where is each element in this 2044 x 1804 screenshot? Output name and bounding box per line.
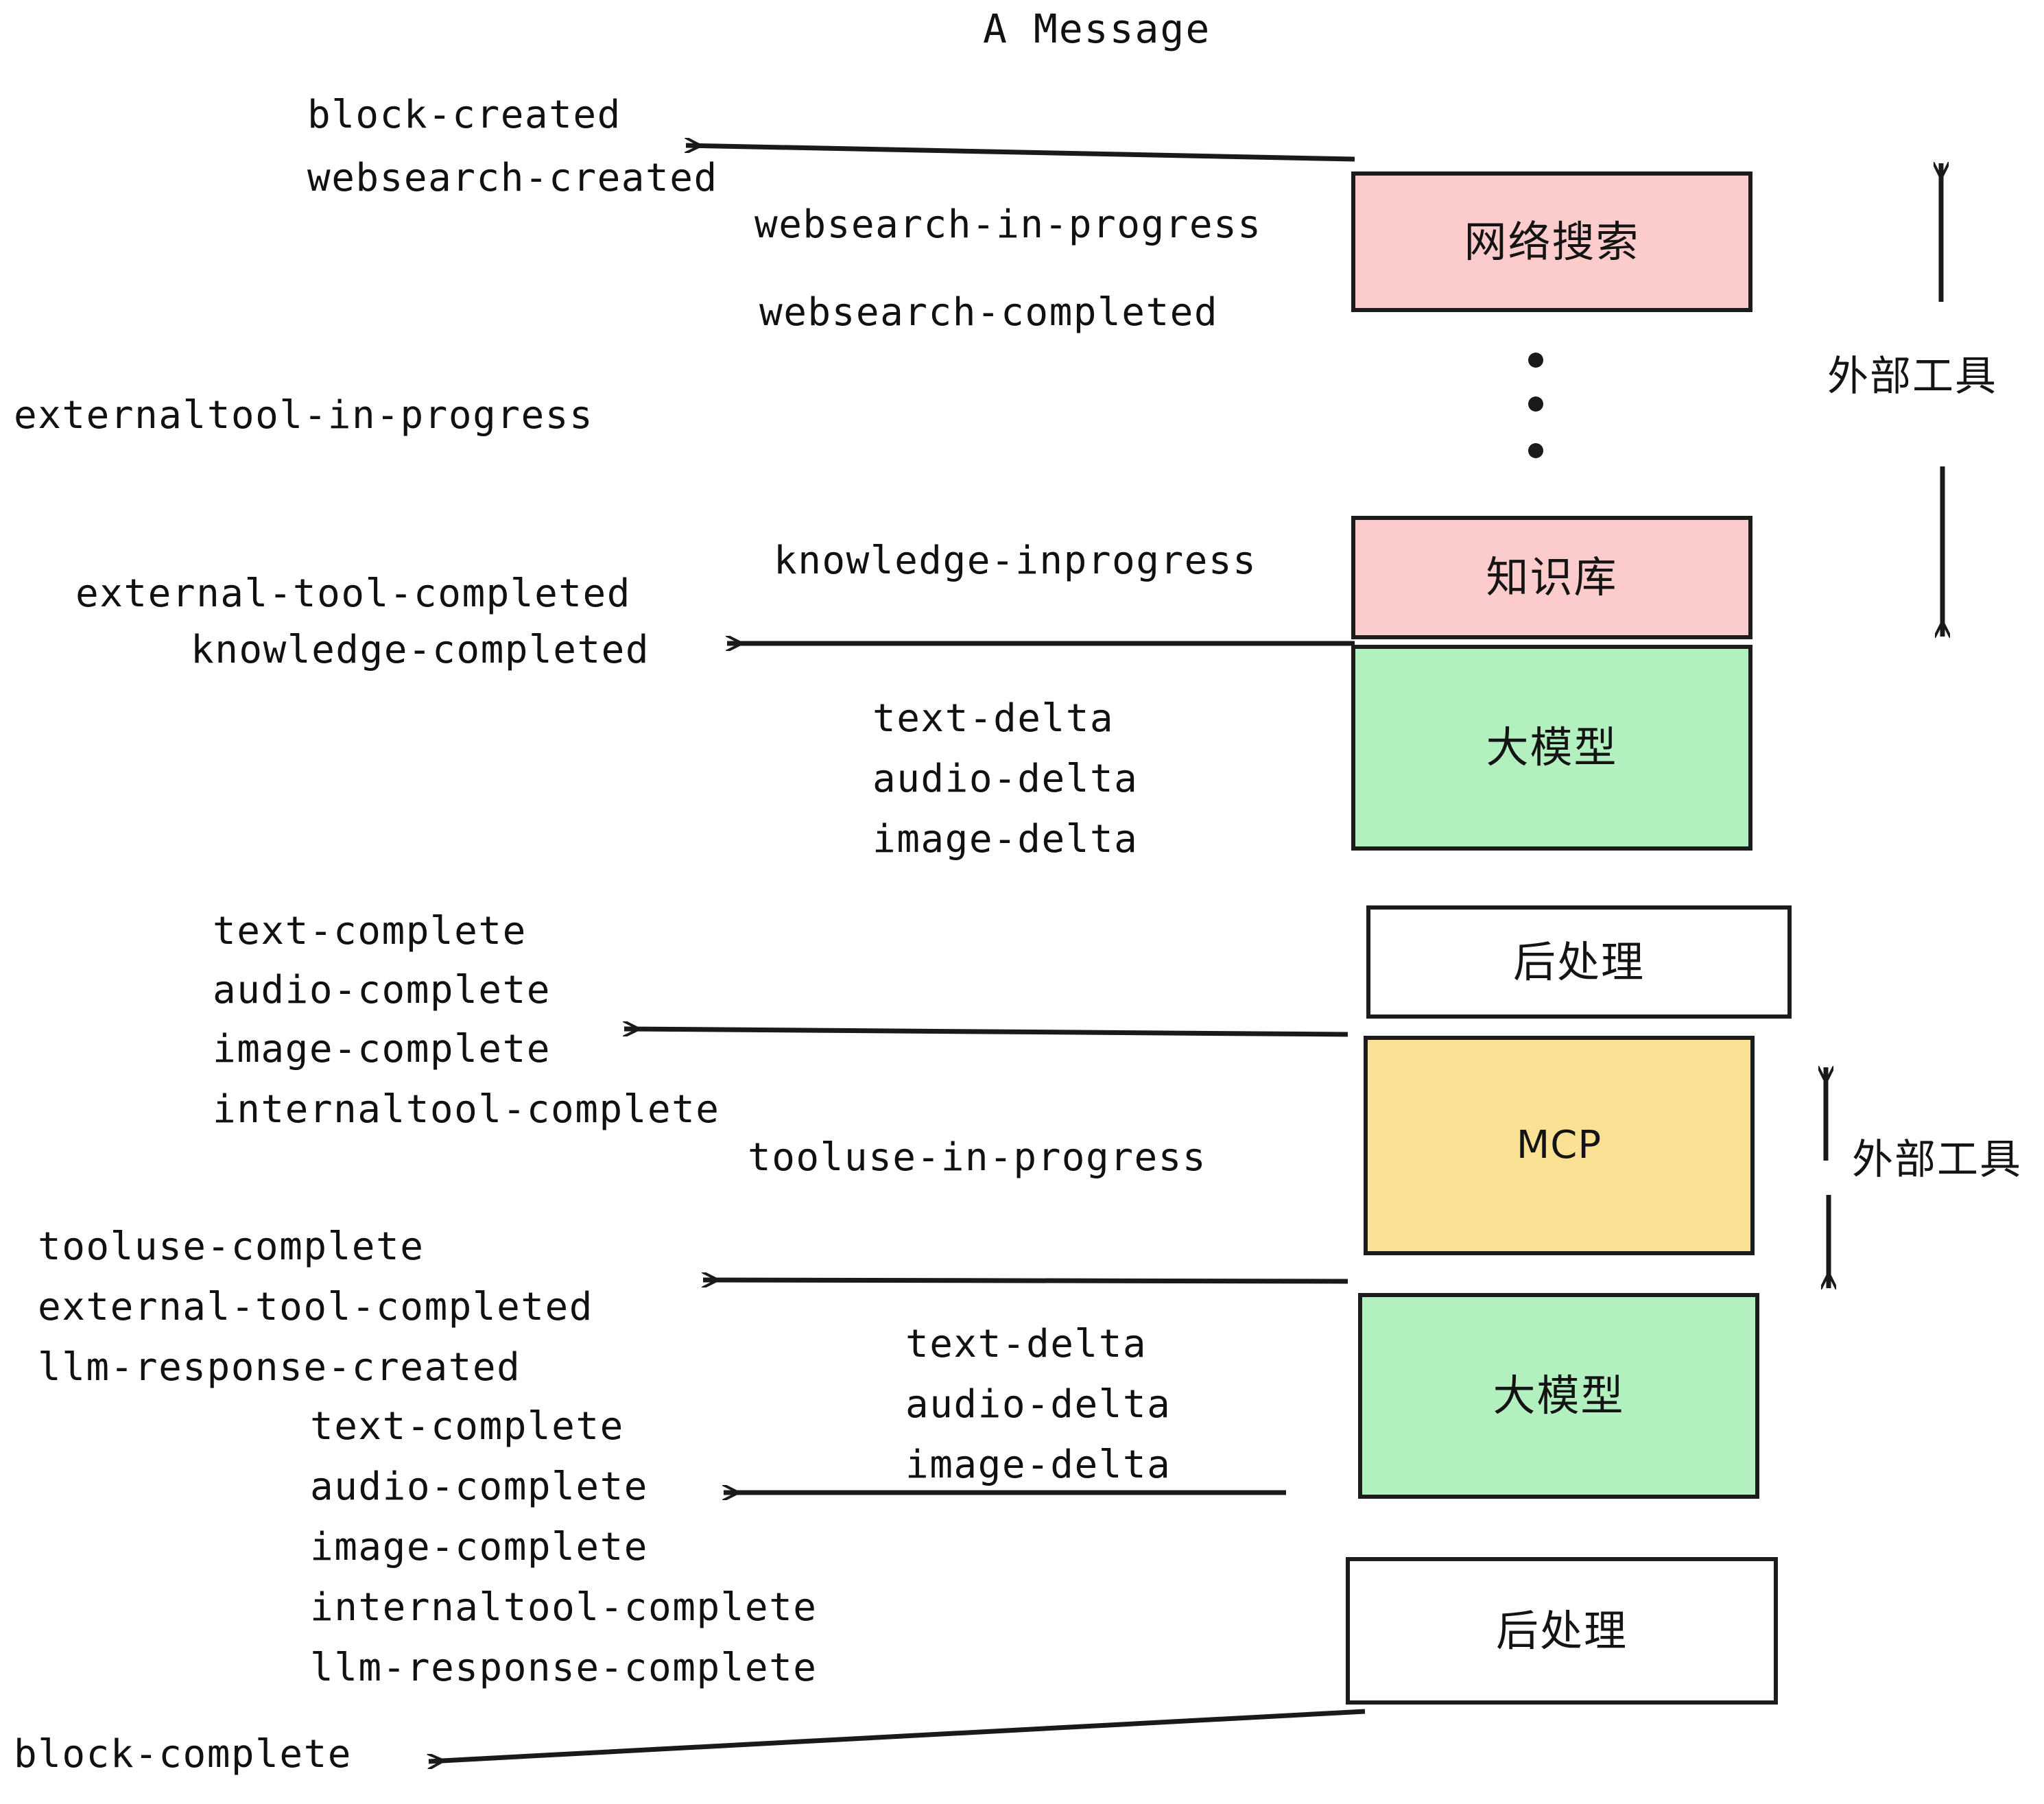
label-external-tools-bottom: 外部工具 <box>1852 1136 2022 1184</box>
event-websearch-created: websearch-created <box>307 156 718 200</box>
event-knowledge-completed: knowledge-completed <box>191 628 650 672</box>
node-postprocess-2[interactable]: 后处理 <box>1346 1557 1778 1705</box>
node-label: 后处理 <box>1495 1605 1628 1656</box>
event-external-tool-completed-1: external-tool-completed <box>75 571 631 616</box>
node-llm-1[interactable]: 大模型 <box>1351 645 1752 851</box>
arrow-tooluse-complete <box>703 1280 1348 1281</box>
node-websearch[interactable]: 网络搜索 <box>1351 171 1752 312</box>
event-image-delta-2: image-delta <box>905 1443 1172 1487</box>
node-label: 网络搜索 <box>1464 216 1640 267</box>
arrow-websearch-created <box>686 145 1355 162</box>
event-websearch-completed: websearch-completed <box>759 290 1219 335</box>
event-tooluse-in-progress: tooluse-in-progress <box>748 1135 1207 1180</box>
diagram-title: A Message <box>983 5 1211 52</box>
event-text-delta-2: text-delta <box>905 1322 1148 1366</box>
ellipsis-dot <box>1528 443 1543 458</box>
event-audio-delta-2: audio-delta <box>905 1382 1172 1427</box>
node-llm-2[interactable]: 大模型 <box>1358 1293 1759 1499</box>
node-postprocess-1[interactable]: 后处理 <box>1366 905 1792 1019</box>
node-label: 知识库 <box>1486 552 1618 602</box>
node-label: 大模型 <box>1493 1370 1625 1421</box>
node-label: MCP <box>1516 1123 1602 1167</box>
event-external-tool-completed-2: external-tool-completed <box>38 1285 593 1329</box>
event-internaltool-complete-1: internaltool-complete <box>213 1087 720 1132</box>
event-block-created: block-created <box>307 93 621 137</box>
event-audio-complete-2: audio-complete <box>310 1464 649 1509</box>
arrow-block-complete <box>429 1709 1366 1761</box>
event-image-delta-1: image-delta <box>872 817 1139 862</box>
event-text-complete-1: text-complete <box>213 909 527 953</box>
event-audio-complete-1: audio-complete <box>213 968 551 1012</box>
event-externaltool-in-progress: externaltool-in-progress <box>14 393 594 438</box>
event-tooluse-complete: tooluse-complete <box>38 1224 425 1269</box>
event-websearch-in-progress: websearch-in-progress <box>754 202 1262 247</box>
arrow-image-complete <box>624 1029 1348 1037</box>
event-text-delta-1: text-delta <box>872 696 1115 741</box>
node-label: 大模型 <box>1486 722 1618 772</box>
event-image-complete-1: image-complete <box>213 1027 551 1071</box>
event-llm-response-created: llm-response-created <box>38 1345 521 1390</box>
event-audio-delta-1: audio-delta <box>872 757 1139 801</box>
label-external-tools-top: 外部工具 <box>1827 353 1997 401</box>
event-llm-response-complete: llm-response-complete <box>310 1646 818 1690</box>
event-image-complete-2: image-complete <box>310 1525 649 1569</box>
node-mcp[interactable]: MCP <box>1364 1036 1755 1255</box>
event-block-complete: block-complete <box>14 1732 353 1777</box>
event-internaltool-complete-2: internaltool-complete <box>310 1585 818 1630</box>
ellipsis-dot <box>1528 396 1543 412</box>
ellipsis-dot <box>1528 353 1543 368</box>
node-label: 后处理 <box>1512 936 1645 987</box>
event-knowledge-inprogress: knowledge-inprogress <box>774 538 1257 583</box>
event-text-complete-2: text-complete <box>310 1404 624 1449</box>
node-knowledge[interactable]: 知识库 <box>1351 516 1752 639</box>
